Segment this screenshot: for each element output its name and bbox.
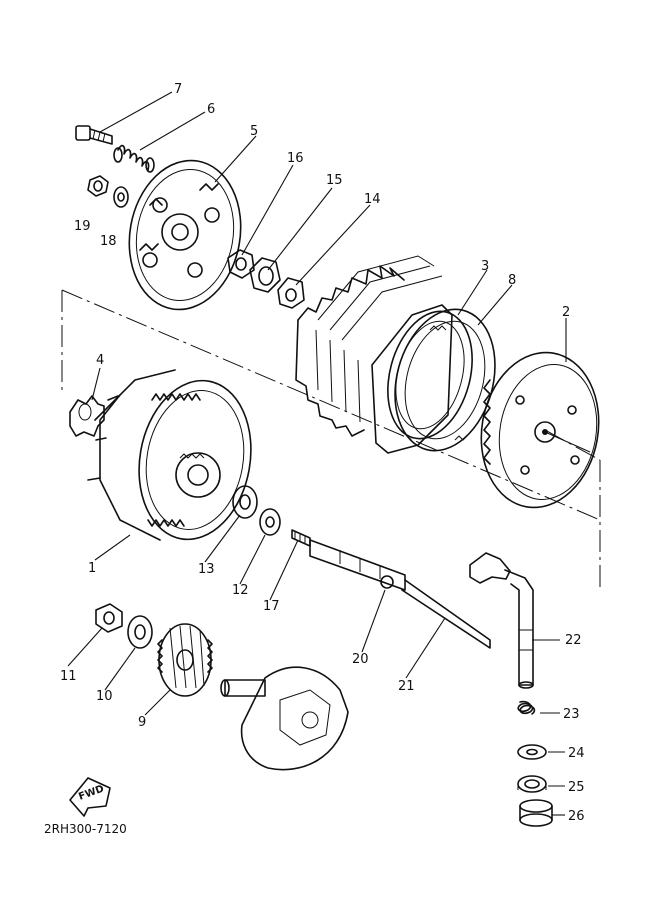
part-3-clutch-plate	[387, 310, 473, 440]
assembly-frame	[61, 289, 601, 588]
part-17-push-rod	[291, 529, 311, 547]
part-21-push-rod-long	[309, 539, 491, 649]
callout-22: 22	[565, 633, 582, 648]
leader-lines	[67, 91, 567, 816]
part-25-oil-seal	[517, 775, 547, 793]
part-4-circlip	[69, 395, 105, 437]
callout-23: 23	[563, 707, 580, 722]
callout-4: 4	[96, 353, 104, 368]
callout-25: 25	[568, 780, 585, 795]
part-14-lock-washer	[277, 277, 305, 309]
friction-plates-stack	[295, 255, 453, 454]
part-20-ball	[380, 575, 394, 589]
part-6-spring	[113, 144, 155, 173]
callout-14: 14	[364, 192, 381, 207]
diagram-code: 2RH300-7120	[44, 822, 127, 836]
callout-labels: 7 6 5 16 15 14 19 18 3 8 2 4 1 13 12 17 …	[60, 82, 585, 824]
part-24-washer	[517, 744, 547, 760]
part-10-washer	[127, 615, 153, 649]
part-22-push-lever-shaft	[469, 552, 534, 689]
callout-21: 21	[398, 679, 415, 694]
part-2-clutch-boss	[480, 351, 600, 509]
callout-8: 8	[508, 273, 516, 288]
callout-9: 9	[138, 715, 146, 730]
callout-19: 19	[74, 219, 91, 234]
callout-26: 26	[568, 809, 585, 824]
part-13-thrust-washer	[232, 485, 258, 519]
callout-15: 15	[326, 173, 343, 188]
callout-20: 20	[352, 652, 369, 667]
part-1-clutch-housing	[87, 369, 252, 541]
part-5-pressure-plate	[128, 159, 242, 311]
callout-18: 18	[100, 234, 117, 249]
callout-24: 24	[568, 746, 585, 761]
part-26-bearing	[519, 799, 553, 827]
part-18-washer	[113, 186, 129, 208]
callout-6: 6	[207, 102, 215, 117]
callout-13: 13	[198, 562, 215, 577]
part-12-washer	[259, 508, 281, 536]
callout-10: 10	[96, 689, 113, 704]
callout-1: 1	[88, 561, 96, 576]
callout-7: 7	[174, 82, 182, 97]
crankshaft	[220, 666, 349, 771]
part-16-nut	[227, 249, 255, 279]
callout-17: 17	[263, 599, 280, 614]
forward-direction-arrow: FWD	[69, 777, 111, 817]
callout-5: 5	[250, 124, 258, 139]
part-11-nut	[95, 603, 123, 633]
part-23-spring	[517, 700, 536, 715]
callout-16: 16	[287, 151, 304, 166]
callout-2: 2	[562, 305, 570, 320]
part-7-bolt	[75, 125, 113, 145]
part-19-nut	[87, 175, 109, 197]
part-9-primary-drive-gear	[157, 623, 213, 697]
callout-3: 3	[481, 259, 489, 274]
callout-12: 12	[232, 583, 249, 598]
part-15-locknut	[249, 257, 281, 293]
callout-11: 11	[60, 669, 77, 684]
